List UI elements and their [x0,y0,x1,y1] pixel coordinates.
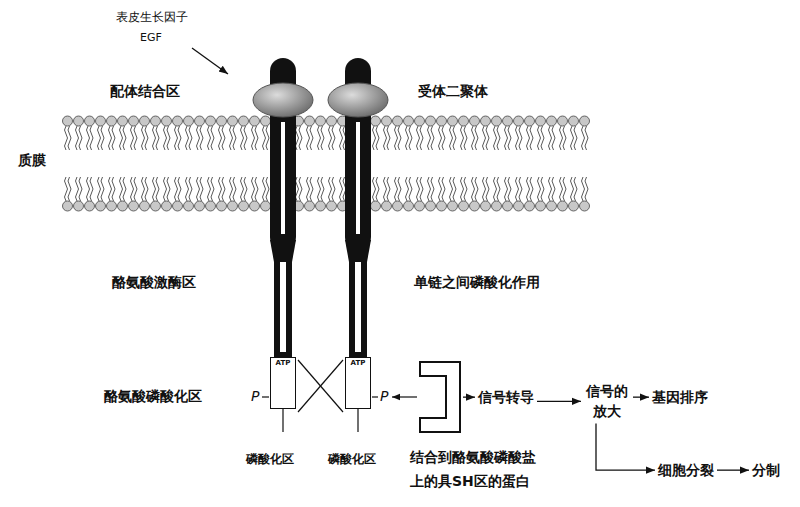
flow-arrow [717,469,749,470]
binding-arrow [392,396,417,397]
region-label: 受体二聚体 [418,83,488,100]
ligand-name: 表皮生长因子 [116,10,188,24]
region-label: 配体结合区 [110,83,180,100]
site-label: 磷酸化区 [246,452,294,466]
process-step: 信号的 放大 [582,380,632,423]
node-text: 细胞分裂 [658,460,714,480]
membrane [62,115,590,212]
node-text: ATP [271,360,295,368]
phosphate-mark: P [251,388,259,405]
site-label: 磷酸化区 [328,452,376,466]
process-step: 基因排序 [650,386,710,408]
node-text: ATP [346,360,370,368]
flow-arrow [463,396,475,397]
sh-domain-shape [418,360,462,434]
flow-arrow [633,396,649,397]
membrane-label: 质膜 [18,152,46,169]
node-text: 分制 [752,460,780,480]
node-text: 结合到酪氨酸磷酸盐上的具SH区的蛋白 [410,446,544,494]
process-step: 细胞分裂 [656,459,716,481]
node-text: 信号的 放大 [584,381,630,422]
atp-box: ATP [270,357,296,409]
receptor-left [253,58,313,432]
process-step: 分制 [750,459,782,481]
flow-arrow [537,401,581,402]
node-text: 基因排序 [652,387,708,407]
region-label: 酪氨酸激酶区 [112,274,196,291]
process-step: 信号转导 [476,386,536,408]
phosphate-mark: P [380,388,388,405]
sh-protein: 结合到酪氨酸磷酸盐上的具SH区的蛋白 [418,360,462,434]
process-label: 单链之间磷酸化作用 [414,274,540,291]
atp-box: ATP [345,357,371,409]
flow-arrow [596,424,655,471]
cross-phosphorylation [298,360,343,412]
region-label: 酪氨酸磷酸化区 [104,388,202,405]
receptor-right [328,58,388,432]
node-text: 信号转导 [478,387,534,407]
egf-arrow [192,48,228,74]
ligand-abbrev: EGF [140,31,162,44]
